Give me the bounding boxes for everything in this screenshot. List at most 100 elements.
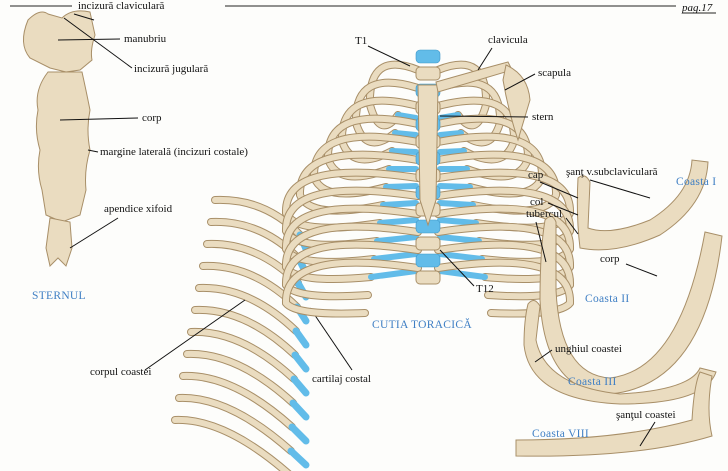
lateral-rib [172,416,290,471]
leader-line [439,115,529,118]
thorax-costal-cartilage [437,217,479,226]
label-rib-body: corpul coastei [90,366,151,378]
leader-line [63,17,133,69]
vertebra [415,253,441,268]
lateral-costal-cartilage [290,375,310,397]
rib-1-title: Coasta I [676,176,716,188]
leader-line [144,299,246,371]
label-subclavian-groove: şanţ v.subclaviculară [566,166,658,178]
thorax-costal-cartilage [437,183,473,190]
label-rib-tubercle: tubercul [526,208,562,220]
lateral-rib [180,372,295,430]
rib-2 [539,216,723,395]
thorax-sternum [417,84,439,227]
thorax-costal-cartilage [392,130,419,138]
xiphoid-shape [45,217,73,267]
lateral-costal-cartilage [287,447,310,469]
label-rib-2-body: corp [600,253,620,265]
thoracic-cage [281,49,575,318]
leader-line [535,221,547,263]
page-number: pag.17 [681,2,713,14]
label-scapula: scapula [538,67,571,79]
thorax-rib [435,223,574,283]
thorax-costal-cartilage [368,268,419,280]
thorax-title: CUTIA TORACICĂ [372,317,472,331]
thorax-costal-cartilage [371,251,419,262]
lateral-rib [188,328,297,382]
leader-line [639,421,656,447]
leader-line [69,217,119,249]
leader-line [439,249,475,287]
lateral-costal-cartilage [288,423,310,445]
manubrium-shape [23,10,96,73]
label-rib-head: cap [528,169,544,181]
rib-8-title: Coasta VIII [532,428,589,440]
thorax-scapula [502,64,531,142]
vertebra [415,270,441,285]
thorax-costal-cartilage [389,148,419,155]
thorax-costal-cartilage [437,200,476,208]
thorax-costal-cartilage [437,251,485,262]
label-rib-neck: col [530,196,543,208]
label-jugular-notch: incizură jugulară [134,63,208,75]
vertebra [415,66,441,81]
rib-3 [523,300,717,405]
thorax-costal-cartilage [380,200,419,208]
thorax-costal-cartilage [377,217,419,226]
thorax-costal-cartilage [374,234,419,244]
thorax-costal-cartilage [437,130,464,138]
leader-line [589,179,651,199]
sternum-body-shape [35,71,91,223]
lateral-costal-cartilage [291,351,310,373]
label-manubrium: manubriu [124,33,167,45]
leader-line [87,149,99,153]
thorax-rib [282,241,421,300]
vertebra [415,236,441,251]
vertebra [415,49,441,64]
label-clavicular-notch: incizură claviculară [78,0,165,12]
lateral-rib-cage [171,195,310,471]
leader-line [367,45,411,67]
leader-line [534,349,553,363]
lateral-rib [196,284,299,334]
lateral-rib [184,350,296,406]
leader-line [477,47,493,71]
leader-line [504,73,536,91]
leader-line [625,263,658,277]
thorax-costal-cartilage [395,112,419,121]
rib-8 [515,371,713,457]
sternum-illustration [23,10,96,267]
lateral-rib [176,394,294,454]
thorax-rib [435,241,574,300]
label-rib-angle: unghiul coastei [555,343,622,355]
rib-2-title: Coasta II [585,293,630,305]
leader-line [73,13,95,21]
lateral-rib [192,306,298,358]
thorax-costal-cartilage [383,183,419,190]
thorax-rib [282,259,421,317]
label-t12: T12 [476,283,494,295]
leader-line [539,181,579,199]
thorax-rib [282,223,421,283]
label-xiphoid: apendice xifoid [104,203,173,215]
leader-line [547,202,579,216]
label-clavicle: clavicula [488,34,528,46]
lateral-costal-cartilage [292,327,310,349]
thorax-costal-cartilage [437,148,467,155]
rib-3-title: Coasta III [568,376,617,388]
leader-line [57,38,121,41]
sternum-title: STERNUL [32,290,86,302]
label-costal-groove: şanţul coastei [616,409,676,421]
leader-line [309,307,353,371]
thorax-costal-cartilage [437,234,482,244]
label-costal-cartilage: cartilaj costal [312,373,371,385]
label-sternum: stern [532,111,554,123]
leader-line [59,117,139,121]
lateral-costal-cartilage [289,399,310,421]
rib-1 [576,159,709,251]
leader-line [565,217,579,235]
label-sternum-body: corp [142,112,162,124]
label-t1: T1 [355,35,367,47]
